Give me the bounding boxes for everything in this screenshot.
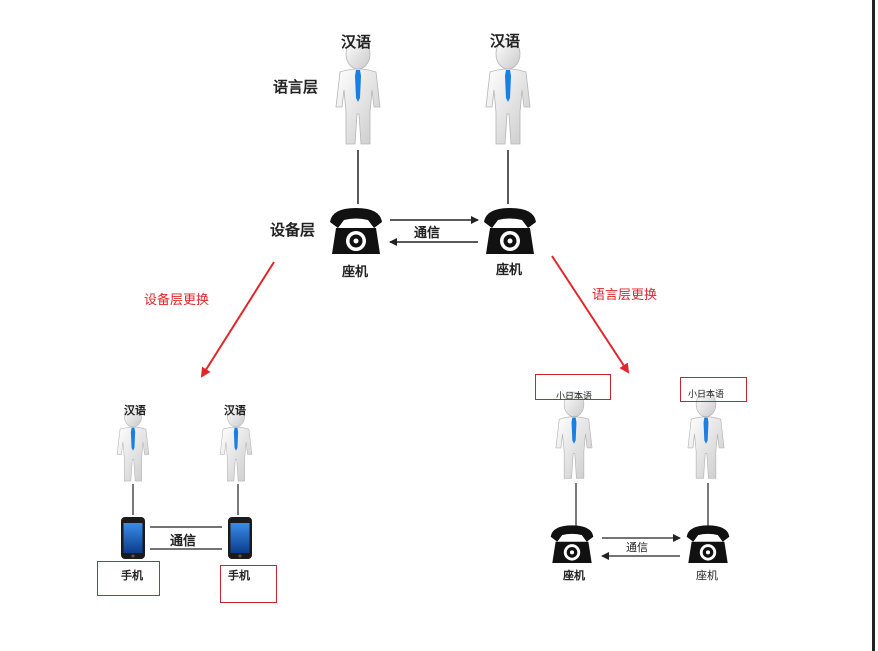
br-person-right-label: 小日本语 [688,390,725,400]
highlight-box [220,565,277,603]
smartphone-icon [228,517,252,559]
telephone-icon [550,525,594,564]
top-diagram [330,38,536,254]
bottom-left-diagram [116,405,253,559]
language-layer-label: 语言层 [273,78,319,96]
telephone-icon [484,208,536,254]
language-swap-label: 语言层更换 [592,288,658,303]
bl-person-right-label: 汉语 [224,404,246,417]
person-icon [335,38,381,145]
top-phone-right-label: 座机 [496,263,523,278]
device-layer-label: 设备层 [270,221,316,239]
bl-device-left-label: 手机 [121,569,143,582]
smartphone-icon [121,517,145,559]
top-person-left-label: 汉语 [341,33,372,51]
device-swap-label: 设备层更换 [144,293,210,308]
language-swap-arrow [551,255,630,374]
br-link-label: 通信 [626,541,648,554]
br-phone-right-label: 座机 [696,569,718,582]
bl-link-label: 通信 [170,534,197,549]
telephone-icon [330,208,382,254]
device-swap-arrow [200,261,275,378]
frame-border [872,0,875,651]
top-link-label: 通信 [414,226,441,241]
highlight-box [97,561,160,596]
highlight-box [680,377,747,402]
telephone-icon [686,525,730,564]
person-icon [555,391,593,479]
br-person-left-label: 小日本语 [556,392,593,402]
top-phone-left-label: 座机 [342,265,369,280]
highlight-box [535,374,611,400]
person-icon [485,38,531,145]
top-person-right-label: 汉语 [490,32,521,50]
bottom-right-diagram [550,391,730,564]
bl-person-left-label: 汉语 [124,404,146,417]
bl-device-right-label: 手机 [228,569,250,582]
person-icon [687,391,725,479]
br-phone-left-label: 座机 [563,569,585,582]
